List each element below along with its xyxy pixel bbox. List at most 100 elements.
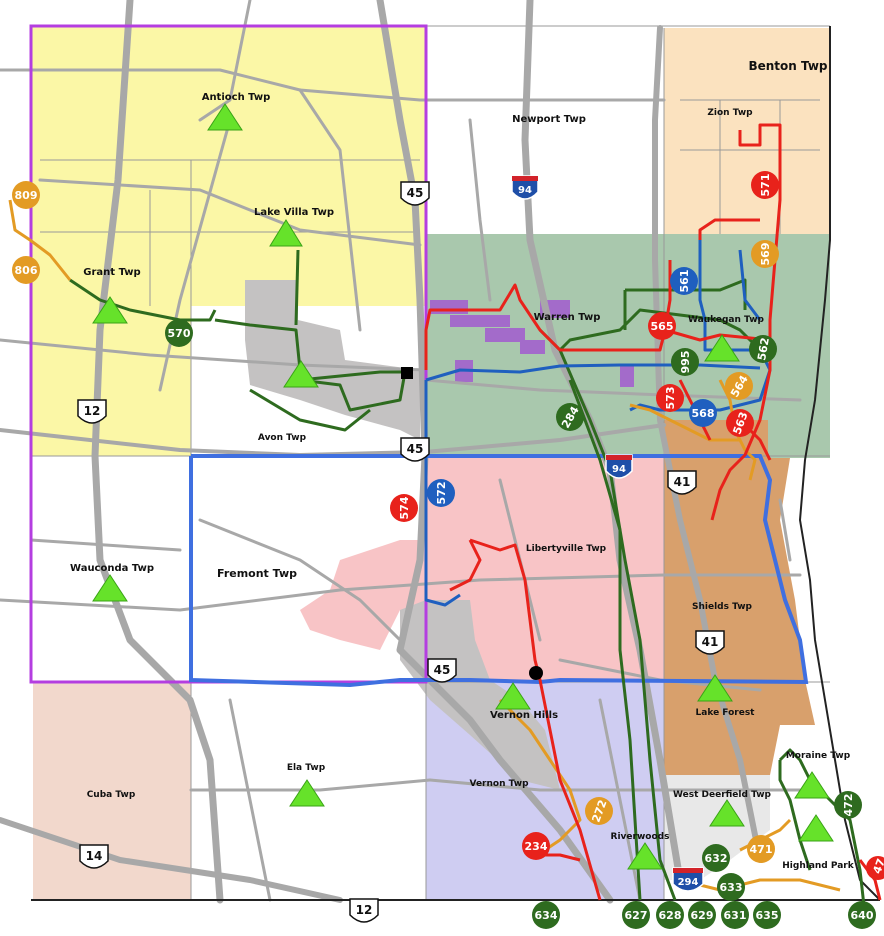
route-badge-995: 995 [671,348,699,376]
area-mundelein-gray [400,600,560,790]
triangle-highland-park [798,814,834,842]
label-antioch: Antioch Twp [202,92,271,103]
svg-text:569: 569 [759,243,772,266]
svg-text:568: 568 [692,407,715,420]
triangle-lake-villa [269,219,303,247]
triangle-antioch [207,103,243,131]
route-badge-234: 234 [522,832,550,860]
svg-text:234: 234 [525,840,548,853]
route-badge-633: 633 [717,873,745,901]
svg-text:561: 561 [678,270,691,293]
label-benton: Benton Twp [748,59,827,73]
svg-text:565: 565 [651,320,674,333]
route-badge-562: 562 [749,335,777,363]
route-badge-272: 272 [585,797,613,825]
triangle-grayslake [283,360,319,388]
svg-text:635: 635 [756,909,779,922]
route-badge-563: 563 [726,409,754,437]
triangle-west-deerfield [709,799,745,827]
label-vernon: Vernon Twp [469,779,529,789]
route-badge-572: 572 [427,479,455,507]
route-badge-631: 631 [721,901,749,929]
us41-south-shield: 41 [695,630,725,655]
us12-west-label: 12 [84,404,101,418]
route-badge-571: 571 [751,171,779,199]
orange-routes [8,199,841,892]
svg-text:628: 628 [659,909,682,922]
label-lake-forest: Lake Forest [696,708,756,718]
route-badge-569: 569 [751,240,779,268]
triangle-waukegan [704,334,740,362]
svg-text:471: 471 [750,843,773,856]
label-warren: Warren Twp [534,312,601,323]
svg-text:627: 627 [625,909,648,922]
station-dot-marker [529,666,543,680]
route-badge-635: 635 [753,901,781,929]
township-labels: Antioch Twp Newport Twp Benton Twp Zion … [70,59,855,871]
us12-south-label: 12 [356,903,373,917]
route-badge-47x: 47 [866,856,884,880]
i94-south-label: 94 [612,464,626,475]
svg-text:640: 640 [851,909,874,922]
route-badge-472: 472 [834,791,862,819]
svg-text:573: 573 [664,387,677,410]
us45-south-shield: 45 [427,658,457,683]
svg-text:809: 809 [15,189,38,202]
i94-north-shield: 94 [511,175,539,200]
label-cuba: Cuba Twp [87,790,136,800]
svg-text:995: 995 [679,351,692,374]
us45-north-label: 45 [407,186,424,200]
label-ela: Ela Twp [287,763,326,773]
area-wauconda-white [31,456,191,682]
route-badge-628: 628 [656,901,684,929]
route-badge-574: 574 [390,494,418,522]
area-cuba-salmon [33,682,191,900]
label-waukegan: Waukegan Twp [688,315,764,325]
triangle-lake-forest [697,674,733,702]
route-badge-627: 627 [622,901,650,929]
label-moraine: Moraine Twp [786,751,851,761]
route-badge-640: 640 [848,901,876,929]
route-badge-573: 573 [656,384,684,412]
svg-text:806: 806 [15,264,38,277]
us45-south-label: 45 [434,663,451,677]
label-highland-park: Highland Park [782,861,854,871]
us14-label: 14 [86,849,103,863]
route-badge-284: 284 [556,403,584,431]
svg-text:571: 571 [759,174,772,197]
area-benton-zion-tan [664,28,830,234]
svg-text:631: 631 [724,909,747,922]
label-grant: Grant Twp [83,267,140,278]
i294-label: 294 [678,877,699,888]
facility-triangles [92,103,834,870]
label-wauconda: Wauconda Twp [70,563,154,574]
svg-text:47: 47 [870,857,884,876]
triangle-grant [92,296,128,324]
route-badge-568: 568 [689,399,717,427]
station-square-marker [401,367,413,379]
route-badges: 809 806 569 564 272 471 570 995 562 284 … [12,171,884,929]
triangle-moraine [794,771,830,799]
route-badge-561: 561 [670,267,698,295]
route-badge-570: 570 [165,319,193,347]
area-grayslake-gray [245,280,420,440]
route-badge-565: 565 [648,312,676,340]
area-mundelein-pink [300,540,426,650]
us41-north-shield: 41 [667,470,697,495]
svg-text:572: 572 [435,482,448,505]
label-fremont: Fremont Twp [217,567,297,580]
triangle-riverwoods [627,842,663,870]
route-badge-471: 471 [747,835,775,863]
route-badge-806: 806 [12,256,40,284]
label-vernon-hills: Vernon Hills [490,710,558,721]
us12-south-shield: 12 [349,898,379,923]
triangle-wauconda [92,574,128,602]
route-badge-809: 809 [12,181,40,209]
route-badge-634: 634 [532,901,560,929]
label-riverwoods: Riverwoods [611,832,670,842]
label-west-deerfield: West Deerfield Twp [673,790,772,800]
label-newport: Newport Twp [512,114,586,125]
us41-south-label: 41 [702,635,719,649]
svg-text:632: 632 [705,852,728,865]
